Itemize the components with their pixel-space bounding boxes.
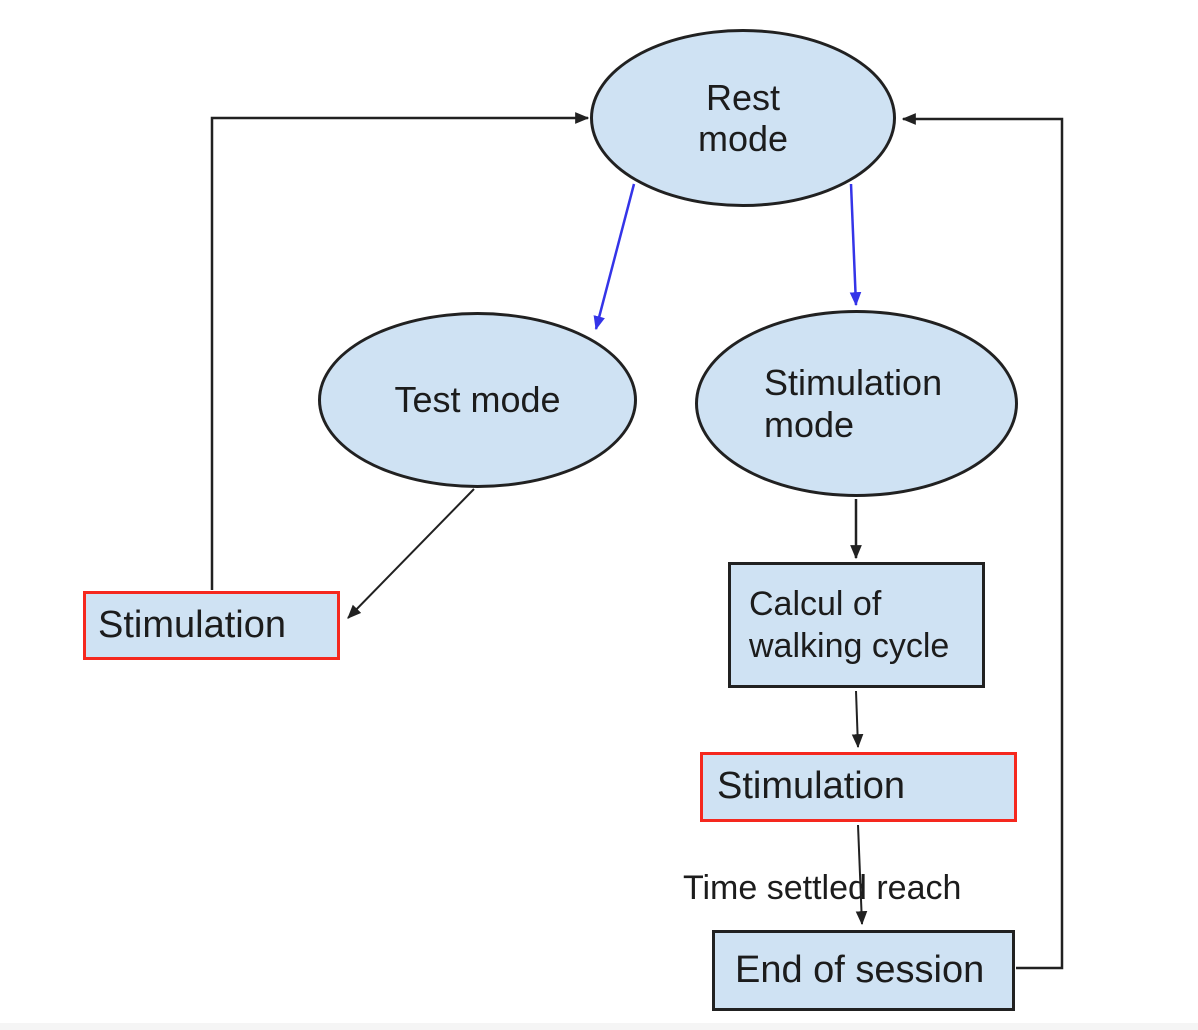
node-test-mode-label: Test mode <box>394 379 561 421</box>
edge-calcul-to-stimulation-right <box>851 690 864 749</box>
node-stimulation-mode-label-line2: mode <box>764 403 855 445</box>
node-calcul-walking-cycle: Calcul of walking cycle <box>728 562 985 688</box>
edge-test-to-stimulation-left <box>347 488 475 619</box>
node-stimulation-mode: Stimulation mode <box>695 310 1018 497</box>
node-stimulation-mode-label-line1: Stimulation <box>764 362 943 404</box>
node-end-of-session: End of session <box>712 930 1015 1011</box>
bottom-page-edge <box>0 1023 1198 1030</box>
node-rest-mode: Rest mode <box>590 29 896 207</box>
node-end-of-session-label: End of session <box>735 948 985 991</box>
edge-end-of-session-to-rest <box>901 113 1064 970</box>
node-stimulation-left: Stimulation <box>83 591 340 660</box>
node-stimulation-right: Stimulation <box>700 752 1017 822</box>
node-rest-mode-label-line2: mode <box>697 118 789 159</box>
node-calcul-label-line1: Calcul of <box>749 584 882 623</box>
node-stimulation-right-label: Stimulation <box>717 765 905 808</box>
node-rest-mode-label-line1: Rest <box>705 76 781 118</box>
node-test-mode: Test mode <box>318 312 637 488</box>
edge-rest-to-stimulation-mode <box>849 183 862 307</box>
edge-rest-to-test <box>593 183 636 331</box>
node-stimulation-left-label: Stimulation <box>98 603 286 646</box>
edge-label-time-settled-reach: Time settled reach <box>683 869 962 907</box>
node-calcul-label-line2: walking cycle <box>749 627 950 665</box>
